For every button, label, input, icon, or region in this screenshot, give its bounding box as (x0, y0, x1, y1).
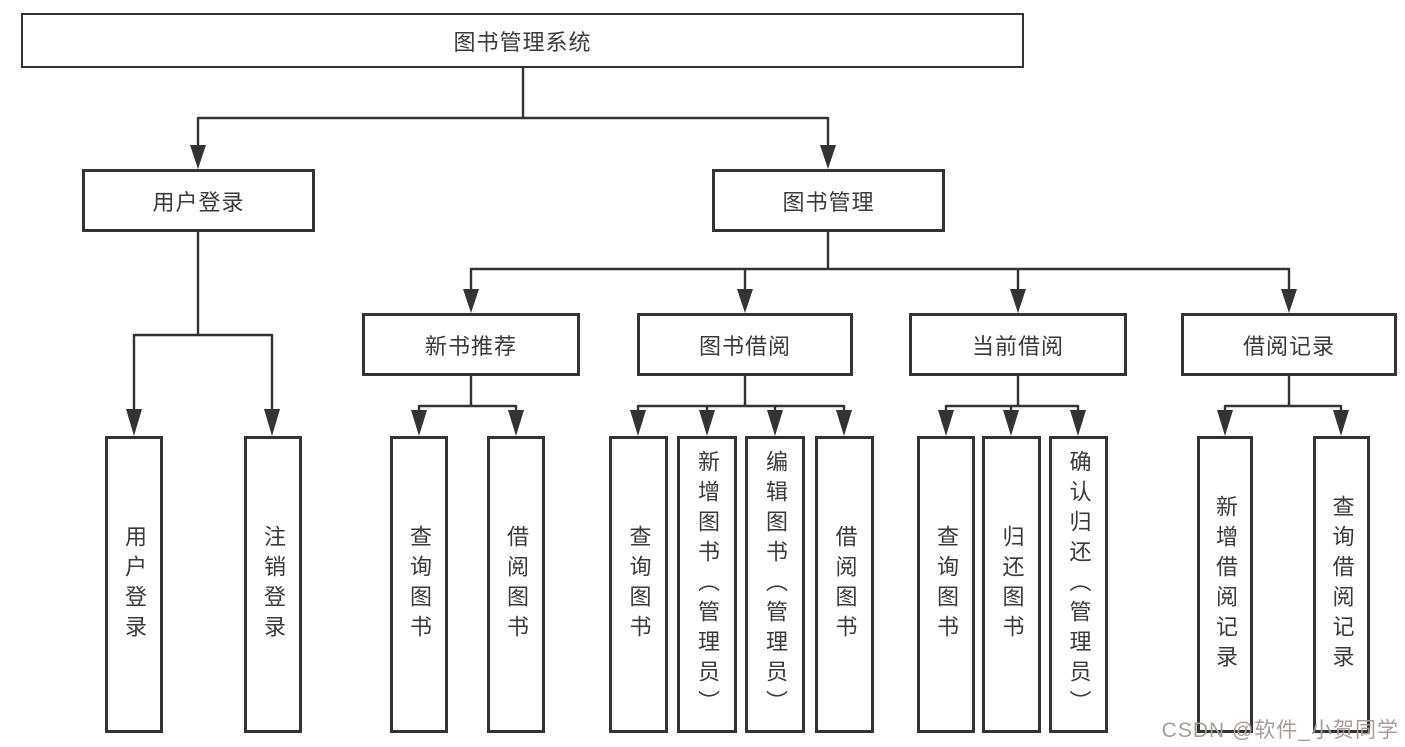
node-query-books-current: 查询图书 (917, 436, 975, 733)
node-borrow-books: 借阅图书 (815, 436, 874, 733)
node-user-login-leaf: 用户登录 (105, 436, 163, 733)
node-query-books-recommend-label: 查询图书 (407, 524, 432, 645)
node-borrow-books-recommend: 借阅图书 (487, 436, 545, 733)
node-return-books-label: 归还图书 (999, 524, 1025, 645)
node-new-book-recommendation: 新书推荐 (362, 313, 580, 376)
node-borrowing-records-label: 借阅记录 (1242, 333, 1335, 359)
node-book-management-label: 图书管理 (782, 189, 875, 215)
node-add-books-admin-label: 新增图书（管理员） (695, 449, 720, 720)
node-borrow-books-recommend-label: 借阅图书 (504, 524, 529, 645)
node-query-books-borrowing: 查询图书 (609, 436, 668, 733)
node-borrow-books-label: 借阅图书 (832, 524, 858, 645)
node-book-borrowing: 图书借阅 (637, 313, 853, 376)
node-user-login-label: 用户登录 (152, 189, 245, 215)
node-book-management: 图书管理 (712, 169, 945, 232)
node-current-borrowing-label: 当前借阅 (971, 333, 1064, 359)
node-book-borrowing-label: 图书借阅 (698, 333, 791, 359)
node-system-root: 图书管理系统 (21, 13, 1024, 68)
node-add-borrow-record: 新增借阅记录 (1197, 436, 1253, 733)
node-add-borrow-record-label: 新增借阅记录 (1213, 494, 1238, 675)
node-confirm-return-admin-label: 确认归还（管理员） (1066, 449, 1092, 720)
node-add-books-admin: 新增图书（管理员） (677, 436, 737, 733)
node-query-books-borrowing-label: 查询图书 (626, 524, 652, 645)
node-logout-label: 注销登录 (261, 524, 286, 645)
node-new-book-recommendation-label: 新书推荐 (424, 333, 517, 359)
node-query-books-recommend: 查询图书 (390, 436, 448, 733)
node-query-borrow-record: 查询借阅记录 (1313, 436, 1370, 733)
node-query-books-current-label: 查询图书 (934, 524, 959, 645)
node-query-borrow-record-label: 查询借阅记录 (1329, 494, 1355, 675)
node-borrowing-records: 借阅记录 (1181, 313, 1397, 376)
node-user-login: 用户登录 (82, 169, 315, 232)
node-logout: 注销登录 (244, 436, 302, 733)
node-return-books: 归还图书 (982, 436, 1041, 733)
node-user-login-leaf-label: 用户登录 (122, 524, 147, 645)
watermark-text: CSDN @软件_小贺同学 (1161, 719, 1399, 742)
node-system-root-label: 图书管理系统 (453, 29, 592, 55)
node-edit-books-admin: 编辑图书（管理员） (745, 436, 805, 733)
node-confirm-return-admin: 确认归还（管理员） (1049, 436, 1108, 733)
node-edit-books-admin-label: 编辑图书（管理员） (763, 449, 788, 720)
node-current-borrowing: 当前借阅 (909, 313, 1127, 376)
